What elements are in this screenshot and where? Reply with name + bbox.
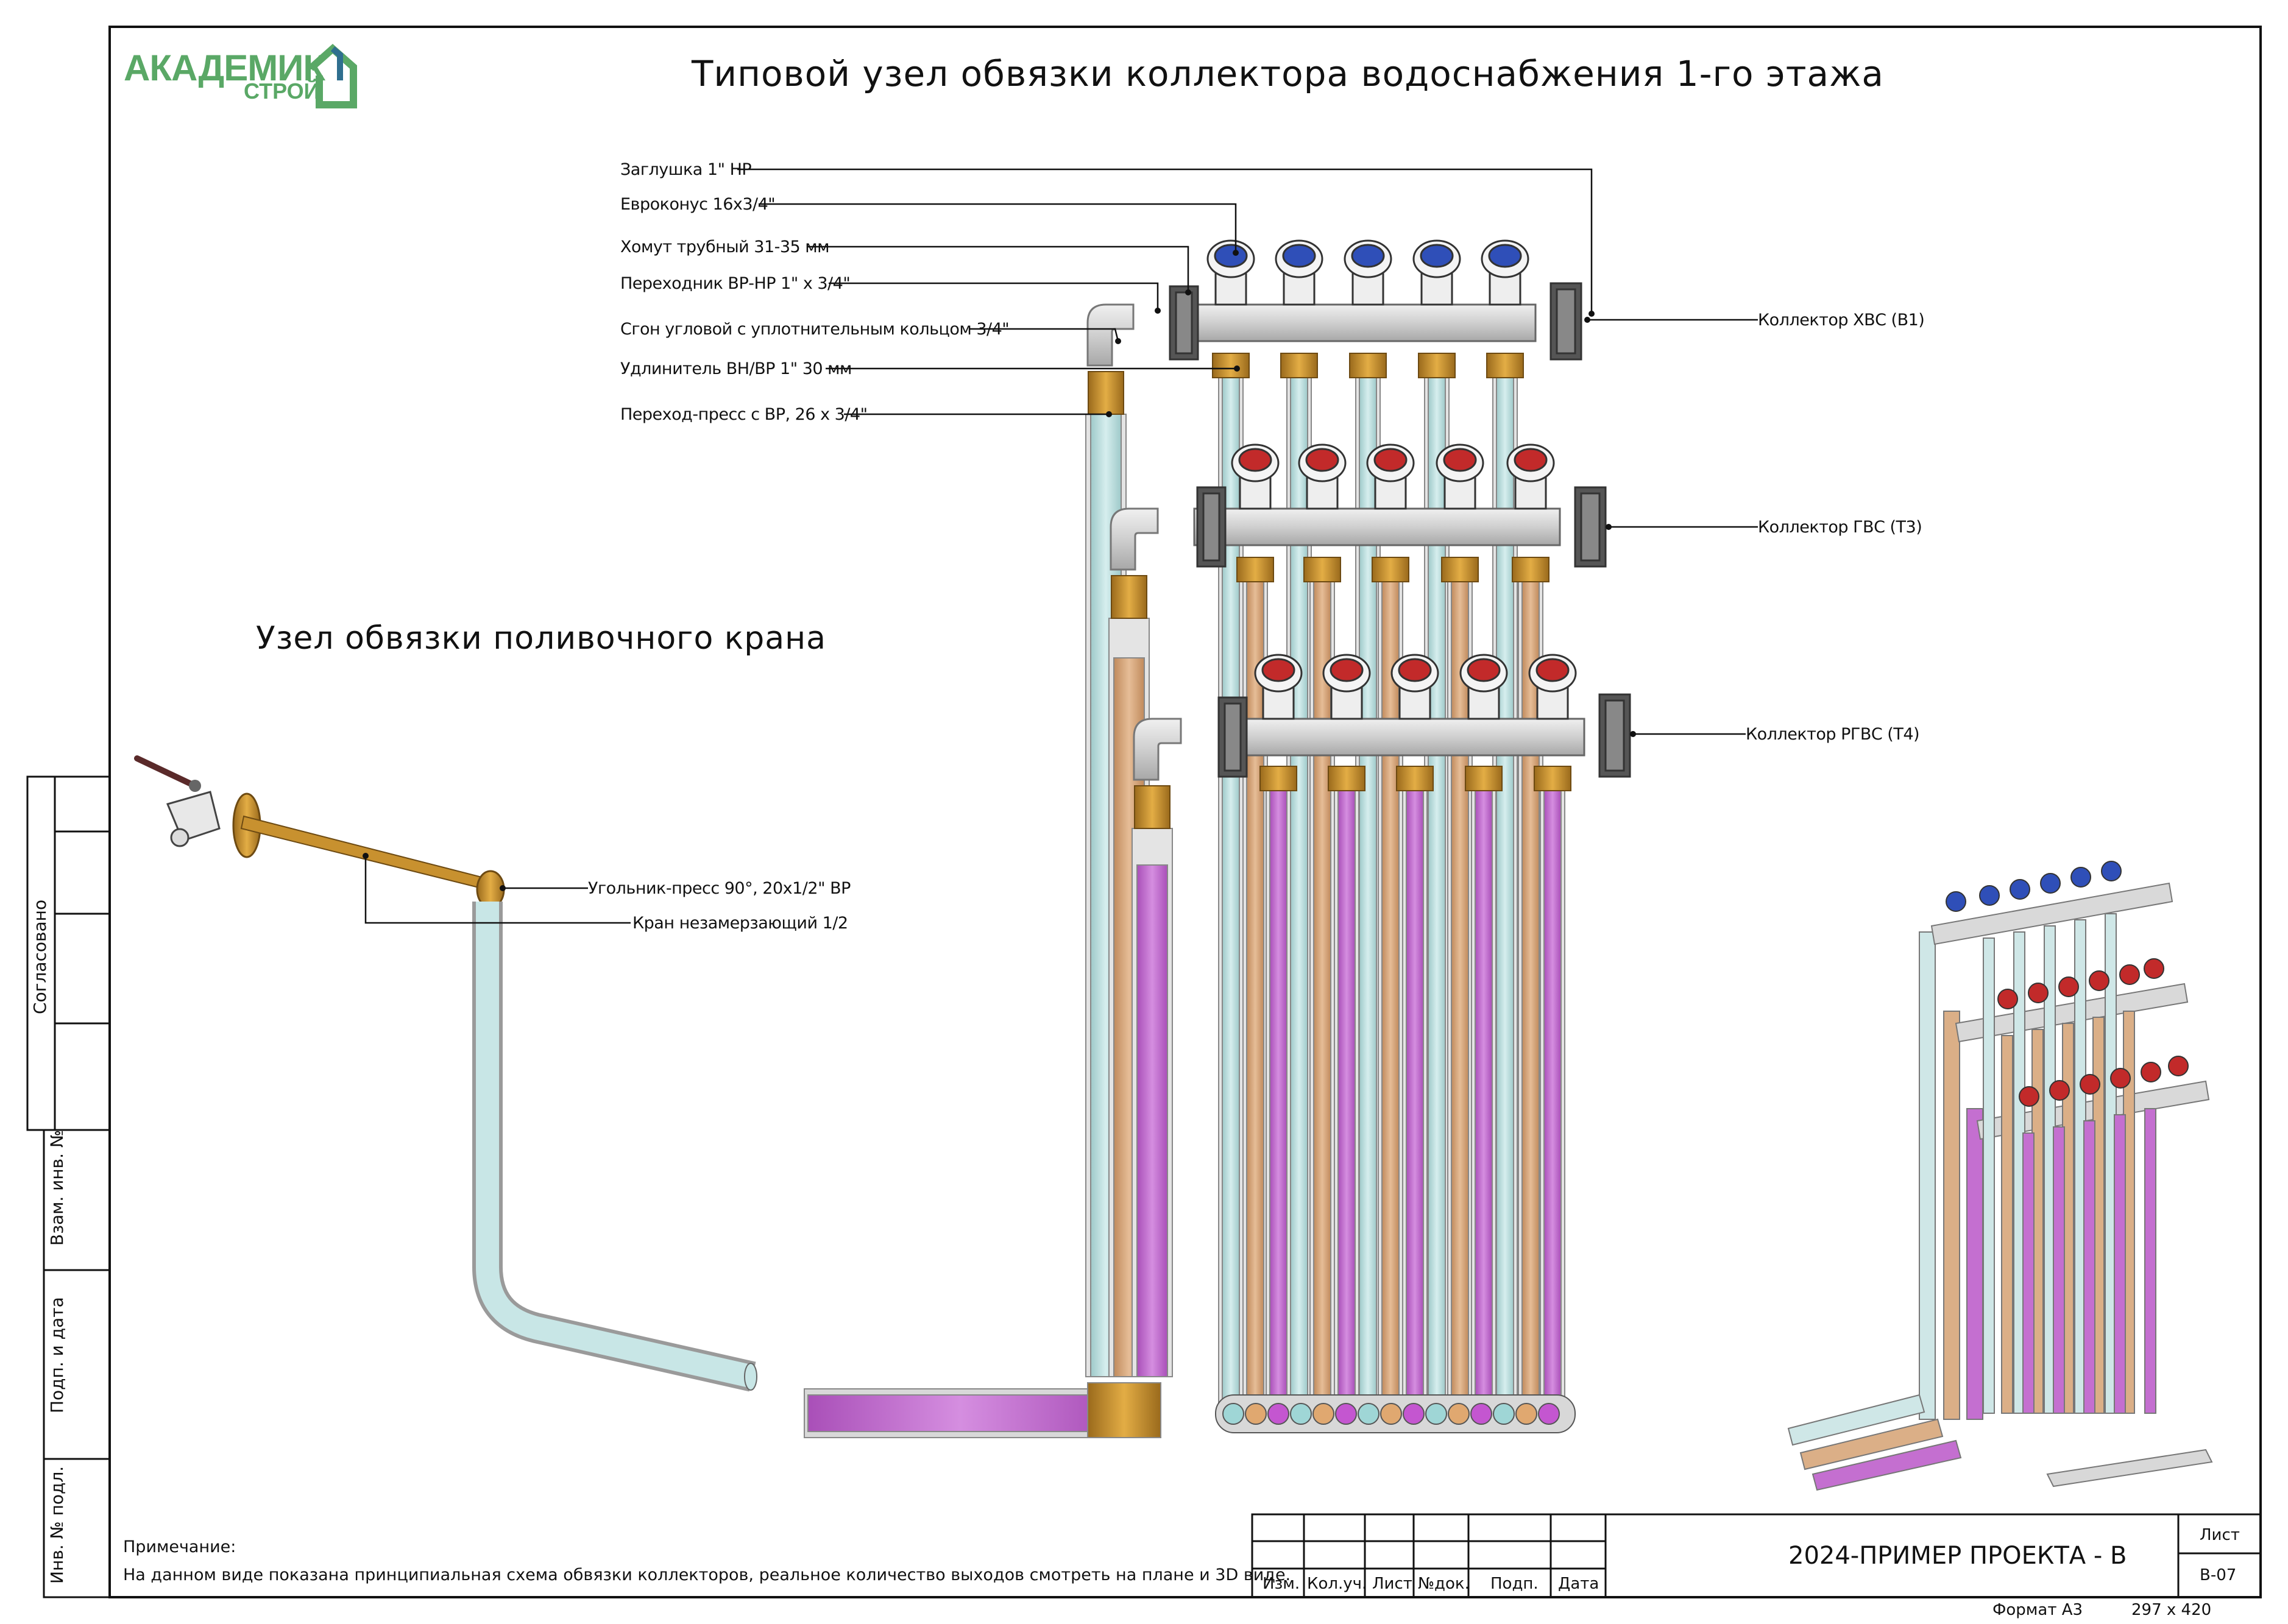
logo-subtext: СТРОЙ (244, 79, 320, 104)
callout-pipe-clamp: Хомут трубный 31-35 мм (620, 238, 830, 256)
callout-adapter: Переходник ВР-НР 1" х 3/4" (620, 274, 851, 293)
callout-press-elbow: Угольник-пресс 90°, 20х1/2" ВР (588, 879, 851, 898)
tb-col-sign: Подп. (1490, 1575, 1539, 1593)
stamp-replace-inv: Взам. инв. № (47, 1129, 67, 1246)
watering-node-title: Узел обвязки поливочного крана (256, 620, 826, 657)
callout-angle-union: Сгон угловой с уплотнительным кольцом 3/… (620, 320, 1010, 339)
tb-col-sheet: Лист (1372, 1575, 1412, 1593)
callout-recirc-manifold: Коллектор РГВС (Т4) (1746, 725, 1920, 744)
note-text: На данном виде показана принципиальная с… (123, 1566, 1291, 1584)
callout-extension: Удлинитель ВН/ВР 1" 30 мм (620, 359, 852, 378)
callout-press-adapter: Переход-пресс с ВР, 26 х 3/4" (620, 405, 868, 424)
stamp-agreed: Согласовано (30, 899, 50, 1014)
stamp-inv-original: Инв. № подл. (47, 1466, 67, 1584)
format-label: Формат А3 (1992, 1601, 2083, 1619)
callout-frostfree-tap: Кран незамерзающий 1/2 (632, 914, 848, 933)
tb-col-date: Дата (1558, 1575, 1599, 1593)
sheet-label: Лист (2200, 1526, 2240, 1544)
callout-plug: Заглушка 1" НР (620, 160, 752, 179)
stamp-sign-date: Подп. и дата (47, 1297, 67, 1413)
project-code: 2024-ПРИМЕР ПРОЕКТА - В (1788, 1542, 2127, 1570)
tb-col-change: Изм. (1263, 1575, 1300, 1593)
callout-euroconus: Евроконус 16х3/4" (620, 195, 776, 214)
tb-col-count: Кол.уч. (1307, 1575, 1367, 1593)
logo-text: АКАДЕМИК (124, 48, 325, 88)
callout-cold-manifold: Коллектор ХВС (В1) (1758, 311, 1925, 330)
page-title: Типовой узел обвязки коллектора водоснаб… (692, 53, 1884, 94)
note-label: Примечание: (123, 1538, 236, 1556)
sheet-number: В-07 (2200, 1566, 2237, 1584)
callout-hot-manifold: Коллектор ГВС (Т3) (1758, 518, 1922, 537)
format-size: 297 х 420 (2131, 1601, 2212, 1619)
tb-col-doc: №док. (1418, 1575, 1470, 1593)
logo-house-icon (308, 44, 357, 108)
